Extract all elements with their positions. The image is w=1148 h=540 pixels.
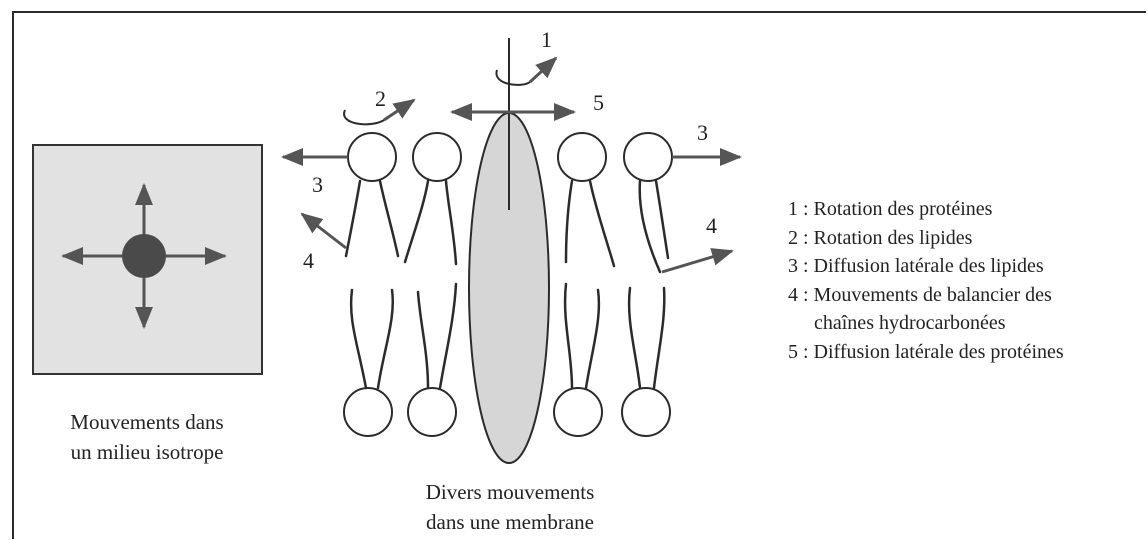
label-3-right: 3 xyxy=(697,120,708,145)
chain-wobble-arrows xyxy=(300,212,734,274)
legend-item-4-continued: chaînes hydrocarbonées xyxy=(814,312,1006,334)
isotropic-caption: Mouvements dans un milieu isotrope xyxy=(22,407,272,467)
legend-item-2: 2 : Rotation des lipides xyxy=(788,226,973,249)
membrane-caption-line-2: dans une membrane xyxy=(426,510,594,534)
isotropic-box xyxy=(32,144,263,375)
lipid-rotation-arrow xyxy=(343,98,416,126)
legend-item-4: 4 : Mouvements de balancier des xyxy=(788,283,1052,306)
protein-rotation-arrow xyxy=(495,56,558,86)
label-3-left: 3 xyxy=(312,172,323,197)
isotropic-caption-line-1: Mouvements dans xyxy=(70,410,224,434)
lipid-tails-bottom xyxy=(349,282,666,390)
label-2: 2 xyxy=(375,86,386,111)
label-5: 5 xyxy=(593,90,604,115)
label-4-left: 4 xyxy=(303,248,314,273)
membrane-caption-line-1: Divers mouvements xyxy=(425,480,595,504)
legend-item-1: 1 : Rotation des protéines xyxy=(788,198,993,220)
lipid-tails-top xyxy=(344,179,670,274)
legend-item-3: 3 : Diffusion latérale des lipides xyxy=(788,255,1044,277)
label-4-right: 4 xyxy=(706,213,717,238)
legend-item-5: 5 : Diffusion latérale des protéines xyxy=(788,340,1064,363)
isotropic-particle xyxy=(122,234,166,278)
figure-frame xyxy=(12,11,1146,539)
legend: 1 : Rotation des protéines 2 : Rotation … xyxy=(788,195,1148,366)
label-1: 1 xyxy=(541,27,552,52)
lipid-heads-bottom xyxy=(343,387,671,437)
membrane-caption: Divers mouvements dans une membrane xyxy=(375,477,645,537)
isotropic-caption-line-2: un milieu isotrope xyxy=(70,440,224,464)
